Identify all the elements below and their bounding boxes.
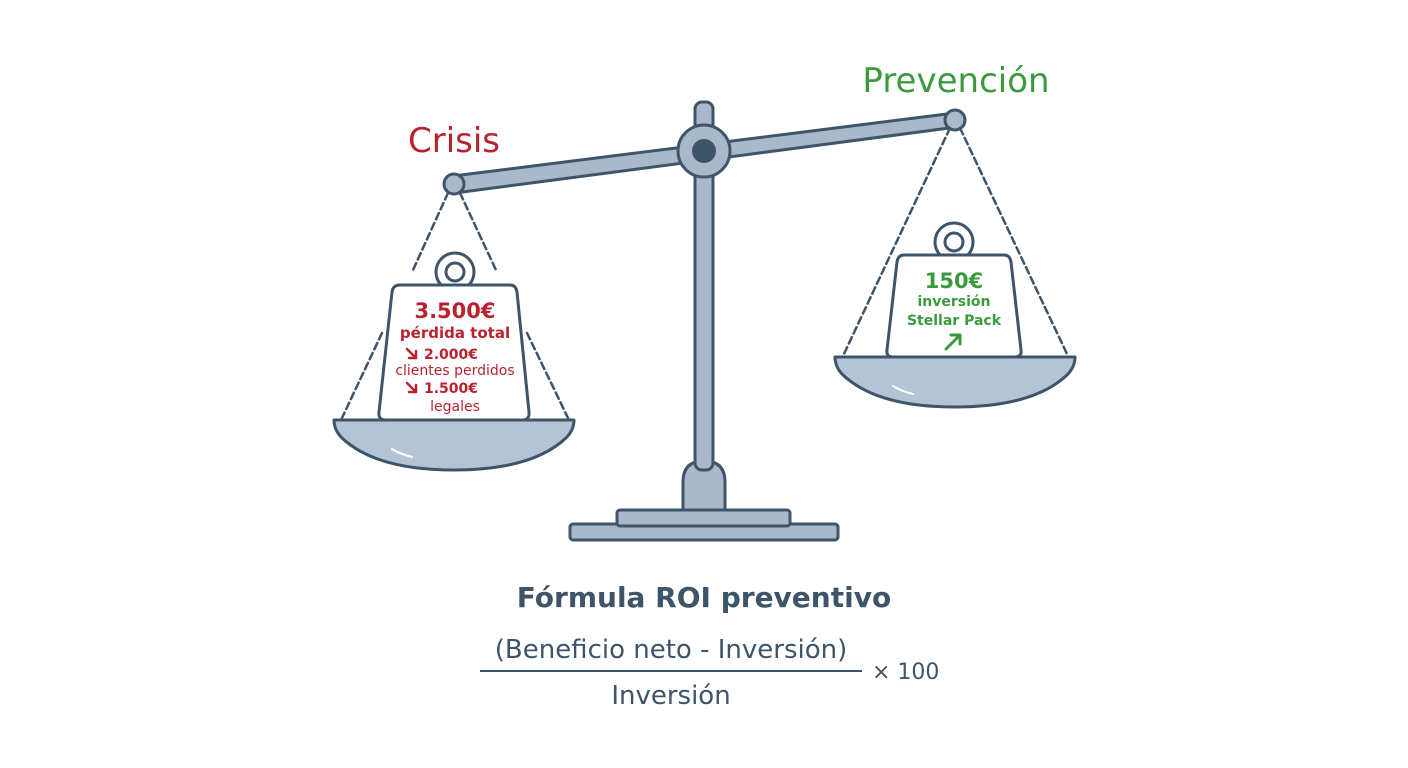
roi-formula: Fórmula ROI preventivo (Beneficio neto -… bbox=[480, 581, 939, 711]
scale-beam bbox=[442, 108, 967, 196]
crisis-label: Crisis bbox=[408, 121, 500, 161]
formula-numerator: (Beneficio neto - Inversión) bbox=[495, 635, 848, 665]
prevencion-label: Prevención bbox=[862, 61, 1049, 101]
formula-title: Fórmula ROI preventivo bbox=[517, 581, 891, 614]
crisis-item-label-1: clientes perdidos bbox=[395, 363, 514, 379]
crisis-pan bbox=[332, 418, 576, 472]
crisis-weight: 3.500€ pérdida total 2.000€ clientes per… bbox=[377, 251, 531, 422]
prevencion-value: 150€ bbox=[925, 269, 983, 293]
formula-denominator: Inversión bbox=[611, 681, 730, 711]
right-chains bbox=[841, 126, 1070, 358]
crisis-item-value-2: 1.500€ bbox=[424, 381, 478, 397]
prevencion-line-2: Stellar Pack bbox=[907, 313, 1002, 329]
scale-post bbox=[693, 100, 715, 472]
prevencion-weight: 150€ inversión Stellar Pack bbox=[885, 221, 1023, 359]
arrow-down-right-icon bbox=[405, 381, 418, 394]
crisis-total-value: 3.500€ bbox=[414, 299, 495, 323]
crisis-item-value-1: 2.000€ bbox=[424, 347, 478, 363]
left-chains bbox=[340, 191, 570, 420]
arrow-up-right-icon bbox=[944, 333, 962, 351]
prevencion-pan bbox=[833, 355, 1077, 409]
crisis-item-label-2: legales bbox=[430, 399, 480, 415]
prevencion-line-1: inversión bbox=[917, 294, 990, 310]
formula-multiplier: × 100 bbox=[872, 660, 939, 685]
scale-base bbox=[568, 459, 840, 542]
crisis-total-label: pérdida total bbox=[400, 324, 510, 342]
arrow-down-right-icon bbox=[405, 347, 418, 360]
